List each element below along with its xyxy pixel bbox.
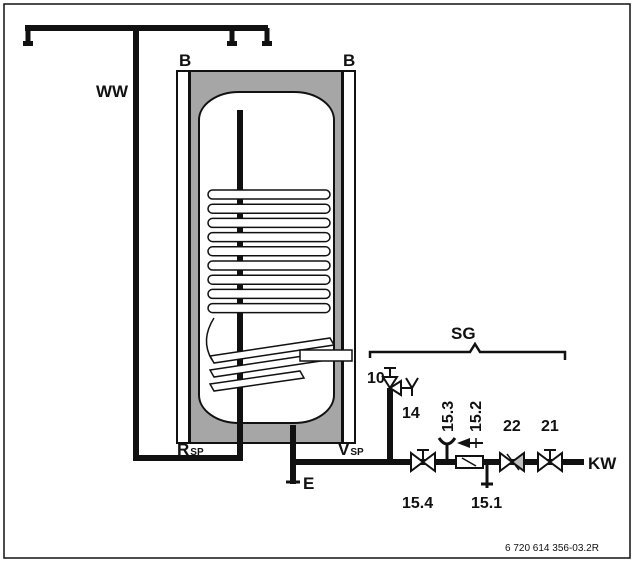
label-15-3: 15.3 [440, 401, 457, 432]
coil-segment [207, 288, 331, 300]
discharge-funnel-14 [401, 377, 419, 396]
tap-outlet-icon [262, 28, 272, 46]
coil-segment [207, 217, 331, 229]
tap-outlet-icon [23, 28, 33, 46]
cold-water-piping [290, 388, 584, 484]
label-10: 10 [367, 370, 385, 387]
label-21: 21 [541, 418, 559, 435]
coil-segment [207, 260, 331, 271]
coil-segment [207, 274, 331, 285]
label-14: 14 [402, 405, 420, 422]
tank-inner-vessel [198, 91, 335, 424]
label-b-right: B [343, 51, 355, 70]
tap-outlets [23, 28, 272, 46]
storage-tank [176, 70, 356, 444]
gauge-connector-15-3 [437, 437, 457, 459]
bracket-right [342, 70, 356, 444]
pressure-reducer-icon [455, 438, 484, 469]
bracket-left [176, 70, 190, 444]
tap-outlet-icon [227, 28, 237, 46]
heating-coil [205, 189, 336, 392]
label-sg: SG [451, 324, 476, 343]
sg-brace [368, 341, 567, 360]
label-r-sp: RSP [177, 440, 204, 459]
label-22: 22 [503, 418, 521, 435]
label-kw: KW [588, 454, 617, 473]
coil-segment [207, 246, 331, 257]
label-15-4: 15.4 [402, 495, 433, 512]
check-valve-icon [499, 451, 525, 473]
gate-valve-icon [537, 449, 563, 473]
coil-segment [207, 189, 331, 200]
coil-segment [207, 203, 331, 214]
label-ww: WW [96, 82, 129, 101]
label-15-1: 15.1 [471, 495, 502, 512]
label-15-2: 15.2 [468, 401, 485, 432]
reference-number: 6 720 614 356-03.2R [505, 543, 599, 554]
coil-segment [205, 317, 215, 361]
coil-segment [208, 337, 336, 364]
gate-valve-icon [410, 449, 436, 473]
coil-segment [207, 231, 331, 243]
coil-segment [207, 302, 331, 314]
test-port-15-1 [481, 465, 493, 488]
label-b-left: B [179, 51, 191, 70]
coil-return-pipe [299, 349, 353, 362]
label-v-sp: VSP [338, 440, 364, 459]
label-e: E [303, 474, 314, 493]
coil-segment [208, 370, 306, 392]
diagram-frame [3, 3, 631, 559]
